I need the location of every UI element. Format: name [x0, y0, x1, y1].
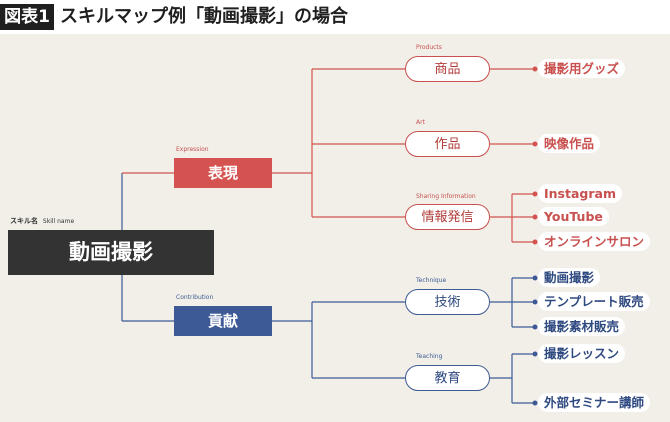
leaf-youtube: YouTube	[538, 207, 609, 226]
leaf-instagram: Instagram	[538, 184, 622, 203]
header: 図表1 スキルマップ例「動画撮影」の場合	[0, 0, 670, 34]
teaching-label: Teaching	[416, 353, 443, 360]
leaf-online-salon: オンラインサロン	[538, 232, 651, 251]
root-node: 動画撮影	[8, 230, 214, 275]
expression-node: 表現	[174, 158, 272, 188]
leaf-filming-lessons: 撮影レッスン	[538, 344, 626, 363]
figure-badge: 図表1	[0, 4, 54, 30]
products-leaf-dot	[532, 66, 538, 72]
leaf-filming-goods: 撮影用グッズ	[538, 59, 626, 78]
leaf-video-works: 映像作品	[538, 134, 601, 153]
art-node: 作品	[405, 131, 490, 157]
leaf-video-shooting: 動画撮影	[538, 268, 601, 287]
contribution-label: Contribution	[176, 294, 214, 301]
root-label-jp: スキル名	[10, 217, 38, 225]
art-label: Art	[416, 119, 425, 126]
leaf-template-sales: テンプレート販売	[538, 292, 650, 311]
products-node: 商品	[405, 56, 490, 82]
technique-node: 技術	[405, 289, 490, 315]
sharing-node: 情報発信	[405, 204, 490, 230]
root-label-en: Skill name	[42, 218, 75, 225]
root-caption: スキル名 Skill name	[10, 217, 74, 226]
expression-label: Expression	[176, 146, 209, 153]
teaching-node: 教育	[405, 365, 490, 391]
art-leaf-dot	[532, 141, 538, 147]
leaf-footage-sales: 撮影素材販売	[538, 317, 626, 336]
leaf-external-seminar: 外部セミナー講師	[538, 393, 651, 412]
sharing-label: Sharing Information	[416, 193, 476, 200]
figure-title: スキルマップ例「動画撮影」の場合	[60, 6, 348, 27]
contribution-node: 貢献	[174, 306, 272, 336]
products-label: Products	[416, 44, 442, 51]
technique-label: Technique	[416, 277, 447, 284]
